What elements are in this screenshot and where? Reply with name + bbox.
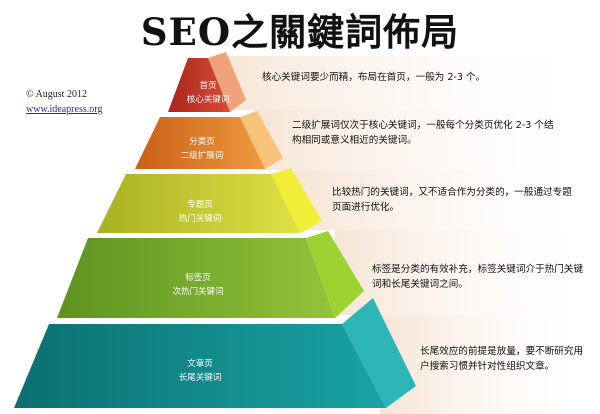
page-title: SEO之關鍵詞佈局 <box>140 10 460 54</box>
website-link[interactable]: www.ideapress.org <box>26 104 103 115</box>
tier-2-keyword: 二级扩展词 <box>180 151 224 161</box>
tier-5-keyword: 长尾关键词 <box>178 373 222 383</box>
tier-1-side <box>208 52 246 112</box>
band-bg-3 <box>295 170 600 230</box>
tier-1-description: 核心关键词要少而精，布局在首页，一般为 2-3 个。 <box>262 72 486 83</box>
tier-5-description: 长尾效应的前提是放量，要不断研究用户搜索习惯并针对性组织文章。 <box>420 346 584 372</box>
tier-3-description: 比较热门的关键词，又不适合作为分类的，一般通过专题页面进行优化。 <box>332 187 572 213</box>
tier-5-side <box>342 298 416 408</box>
band-bg-1 <box>215 56 600 110</box>
tier-5-name: 文章页 <box>187 359 213 369</box>
tier-5-label: 文章页 长尾关键词 <box>140 357 260 385</box>
tier-2-front <box>135 117 265 169</box>
tier-3-front <box>97 174 300 233</box>
tier-2-side <box>240 111 283 169</box>
tier-2-description: 二级扩展词仅次于核心关键词，一般每个分类页优化 2-3 个结构相同或意义相近的关… <box>292 120 554 146</box>
tier-4-label: 标签页 次热门关键词 <box>138 271 258 299</box>
tier-1-front <box>168 58 230 112</box>
tier-1-name: 首页 <box>199 81 217 91</box>
tier-3-side <box>271 168 322 233</box>
tier-4-description: 标签是分类的有效补充，标签关键词介于热门关键词和长尾关键词之间。 <box>372 264 584 290</box>
tier-3-label: 专题页 热门关键词 <box>140 198 260 226</box>
tier-3-name: 专题页 <box>187 200 213 210</box>
tier-4-side <box>306 231 364 318</box>
tier-4-name: 标签页 <box>185 273 211 283</box>
copyright-text: © August 2012 <box>26 89 87 100</box>
tier-2-label: 分类页 二级扩展词 <box>142 135 262 163</box>
tier-2-name: 分类页 <box>189 137 215 147</box>
tier-3-keyword: 热门关键词 <box>178 214 222 224</box>
tier-1-label: 首页 核心关键词 <box>148 79 268 107</box>
tier-4-keyword: 次热门关键词 <box>172 287 224 297</box>
tier-1-keyword: 核心关键词 <box>186 95 230 105</box>
band-bg-4 <box>335 230 600 315</box>
band-bg-2 <box>255 110 600 170</box>
tier-4-front <box>57 238 335 318</box>
band-bg-5 <box>380 315 600 414</box>
tier-5-front <box>14 324 386 408</box>
